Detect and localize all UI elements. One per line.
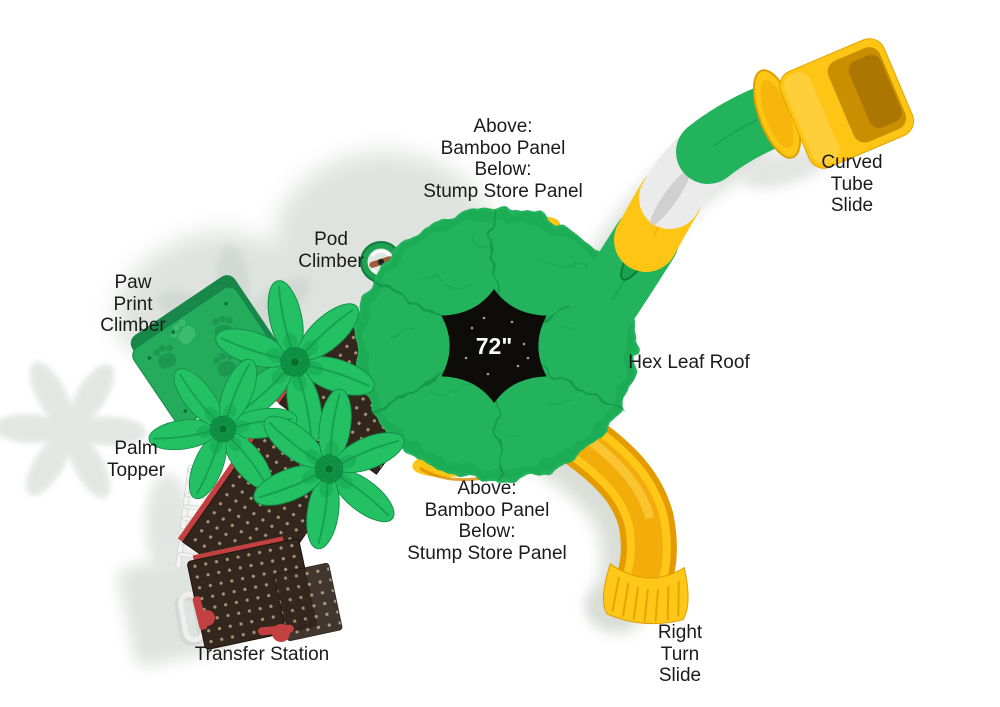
- roof-size-label: 72": [476, 333, 513, 359]
- transfer-handles: [192, 596, 294, 642]
- right-turn-slide-graphic: [538, 402, 689, 625]
- hex-leaf-roof-graphic: 72": [354, 209, 638, 481]
- roof-center-opening: [441, 289, 547, 403]
- curved-tube-slide-graphic: [569, 38, 915, 341]
- slide-exit-flare: [602, 563, 689, 625]
- tube-exit-bucket: [779, 38, 915, 169]
